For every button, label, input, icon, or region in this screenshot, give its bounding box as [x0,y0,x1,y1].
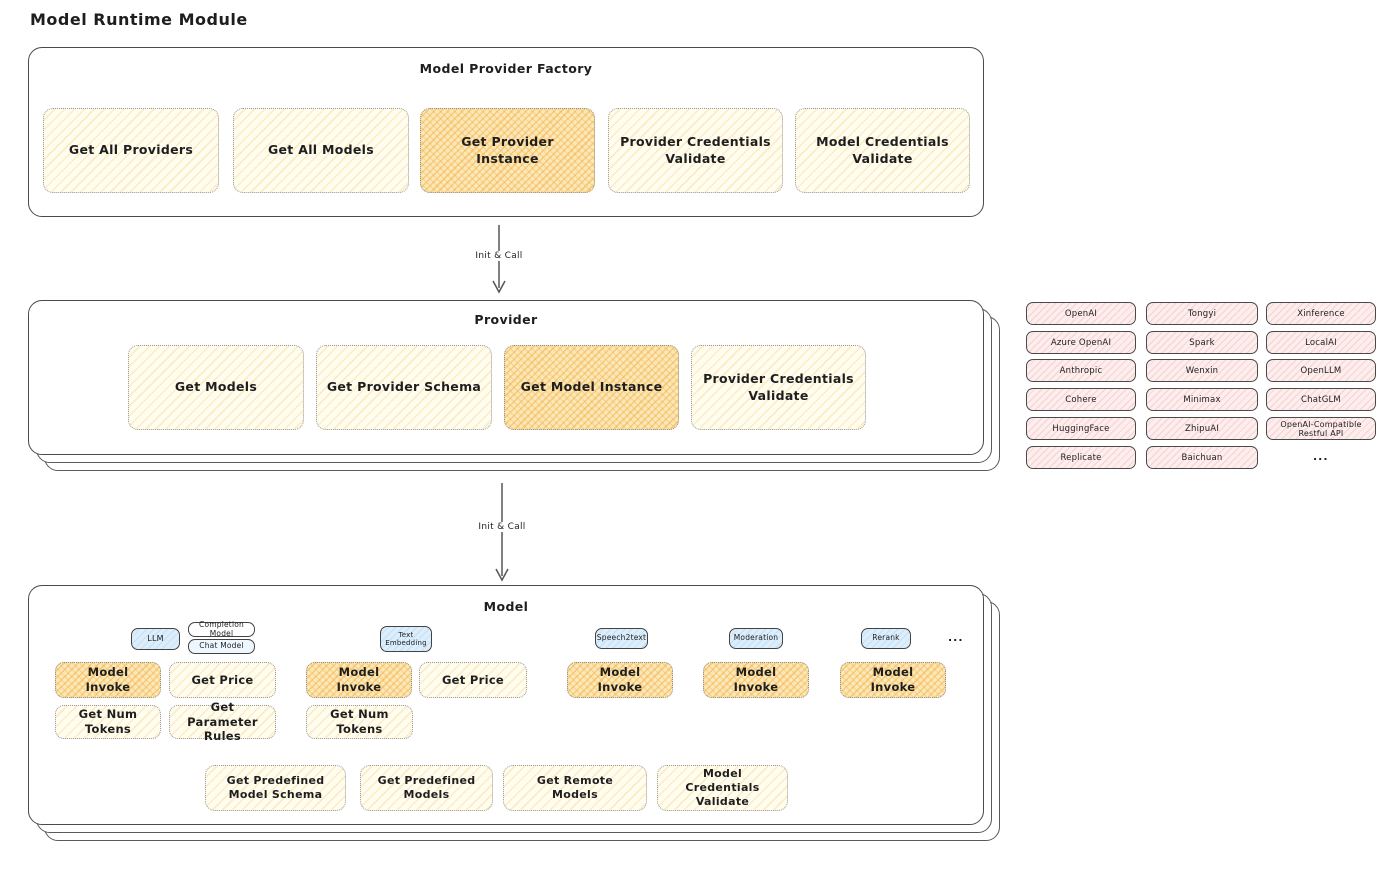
provider-node-provider-credentials-validate: Provider Credentials Validate [691,345,866,430]
embedding-op-get-price: Get Price [419,662,527,698]
factory-node-get-all-providers: Get All Providers [43,108,219,193]
llm-op-get-num-tokens: Get Num Tokens [55,705,161,739]
llm-op-get-parameter-rules: Get Parameter Rules [169,700,276,743]
provider-chip-xinference: Xinference [1266,302,1376,325]
provider-chip-openai: OpenAI [1026,302,1136,325]
factory-node-model-credentials-validate: Model Credentials Validate [795,108,970,193]
provider-chip-zhipuai: ZhipuAI [1146,417,1258,440]
factory-title: Model Provider Factory [419,61,593,76]
common-op-get-remote-models: Get Remote Models [503,765,647,811]
model-tag-moderation: Moderation [729,628,783,649]
llm-op-model-invoke: Model Invoke [55,662,161,698]
embedding-op-get-num-tokens: Get Num Tokens [306,705,413,739]
model-title: Model [483,599,529,614]
rerank-op-model-invoke: Model Invoke [840,662,946,698]
model-tag-speech2text: Speech2text [595,628,648,649]
moderation-op-model-invoke: Model Invoke [703,662,809,698]
factory-node-get-all-models: Get All Models [233,108,409,193]
model-tag-rerank: Rerank [861,628,911,649]
provider-chip-wenxin: Wenxin [1146,359,1258,382]
model-tag-text-embedding: Text Embedding [380,626,432,652]
speech2text-op-model-invoke: Model Invoke [567,662,673,698]
provider-chip-localai: LocalAI [1266,331,1376,354]
provider-node-get-provider-schema: Get Provider Schema [316,345,492,430]
provider-chip-replicate: Replicate [1026,446,1136,469]
provider-node-get-model-instance: Get Model Instance [504,345,679,430]
provider-chip-openllm: OpenLLM [1266,359,1376,382]
model-tag-chat-model: Chat Model [188,639,255,654]
model-tags-more: ... [948,631,964,644]
provider-chips-more: ... [1313,450,1329,463]
llm-op-get-price: Get Price [169,662,276,698]
provider-chip-cohere: Cohere [1026,388,1136,411]
common-op-get-predefined-models: Get Predefined Models [360,765,493,811]
provider-chip-minimax: Minimax [1146,388,1258,411]
common-op-get-predefined-model-schema: Get Predefined Model Schema [205,765,346,811]
model-tag-llm: LLM [131,628,180,650]
arrow-label-init-call-1: Init & Call [472,251,526,261]
provider-node-get-models: Get Models [128,345,304,430]
provider-chip-azure-openai: Azure OpenAI [1026,331,1136,354]
arrow-label-init-call-2: Init & Call [475,522,529,532]
provider-chip-chatglm: ChatGLM [1266,388,1376,411]
provider-chip-tongyi: Tongyi [1146,302,1258,325]
provider-chip-spark: Spark [1146,331,1258,354]
provider-chip-anthropic: Anthropic [1026,359,1136,382]
provider-title: Provider [474,312,538,327]
provider-chip-baichuan: Baichuan [1146,446,1258,469]
factory-node-provider-credentials-validate: Provider Credentials Validate [608,108,783,193]
embedding-op-model-invoke: Model Invoke [306,662,412,698]
provider-chip-openai-compatible: OpenAI-Compatible Restful API [1266,417,1376,440]
page-title: Model Runtime Module [30,10,248,29]
factory-node-get-provider-instance: Get Provider Instance [420,108,595,193]
common-op-model-credentials-validate: Model Credentials Validate [657,765,788,811]
provider-chip-huggingface: HuggingFace [1026,417,1136,440]
model-tag-completion-model: Completion Model [188,620,255,637]
